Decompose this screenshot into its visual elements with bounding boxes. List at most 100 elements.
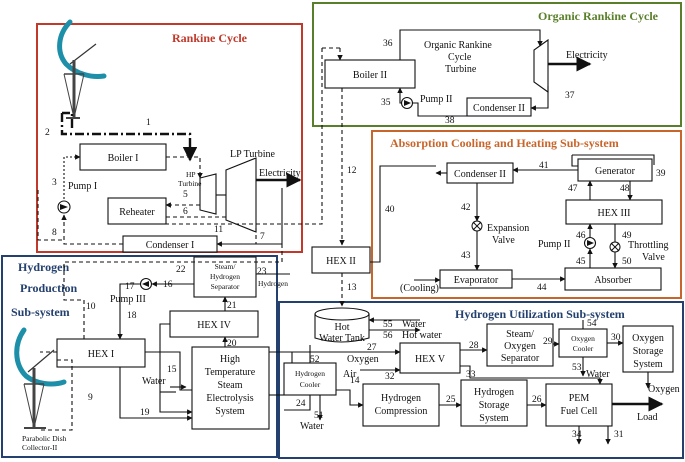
expansion-valve-label-1: Expansion — [487, 223, 529, 234]
hydrogen-storage-system — [460, 379, 528, 427]
state-44: 44 — [537, 283, 547, 293]
lp-turbine-label: LP Turbine — [230, 149, 275, 160]
state-6: 6 — [183, 207, 188, 217]
state-12: 12 — [347, 166, 357, 176]
h2-storage-label-1: Hydrogen — [474, 387, 514, 398]
hex-4-label: HEX IV — [197, 320, 231, 331]
h2-production-title-line3: Sub-system — [11, 305, 70, 319]
state-5: 5 — [183, 190, 188, 200]
load-label: Load — [637, 412, 658, 423]
oxygen-cooler-label-2: Cooler — [573, 344, 594, 353]
water-51-label: Water — [300, 421, 324, 432]
hex-3 — [565, 199, 663, 225]
state-21: 21 — [227, 301, 237, 311]
absorption-pump-2-label: Pump II — [538, 239, 571, 250]
h2-compression-label-1: Hydrogen — [381, 393, 421, 404]
steam-hydrogen-separator — [193, 256, 257, 298]
state-54: 54 — [587, 319, 597, 329]
cooling-label: (Cooling) — [400, 283, 439, 294]
hp-turbine-label-2: Turbine — [178, 179, 202, 188]
hp-turbine — [199, 173, 217, 215]
hex-3-label: HEX III — [597, 208, 630, 219]
electrolysis-label-5: System — [215, 406, 245, 417]
condenser-2-orc-label: Condenser II — [473, 103, 525, 114]
state-16: 16 — [163, 280, 173, 290]
state-20: 20 — [227, 339, 237, 349]
state-46: 46 — [576, 231, 586, 241]
evaporator-label: Evaporator — [454, 275, 499, 286]
condenser-2-absorption-label: Condenser II — [454, 169, 506, 180]
hex-4 — [169, 310, 259, 338]
state-53: 53 — [572, 363, 582, 373]
throttling-valve-label-2: Valve — [642, 252, 665, 263]
state-35: 35 — [381, 98, 391, 108]
h2-cooler-label-1: Hydrogen — [295, 369, 325, 378]
h2-utilization-frame — [278, 301, 684, 459]
state-55: 55 — [383, 320, 393, 330]
state-48: 48 — [620, 184, 630, 194]
state-36: 36 — [383, 39, 393, 49]
state-30: 30 — [611, 333, 621, 343]
state-51: 51 — [314, 411, 324, 421]
collector-label-line1: Parabolic Dish — [22, 434, 67, 443]
orc-turbine-label-2: Cycle — [448, 52, 472, 63]
oxygen-storage-system — [622, 325, 674, 373]
throttling-valve-label-1: Throttling — [628, 240, 669, 251]
o2-storage-label-1: Oxygen — [632, 333, 664, 344]
boiler-2-label: Boiler II — [353, 70, 387, 81]
hydrogen-cooler — [283, 362, 337, 396]
state-29: 29 — [543, 337, 553, 347]
state-33: 33 — [466, 370, 476, 380]
state-49: 49 — [622, 231, 632, 241]
state-18: 18 — [127, 311, 137, 321]
electrolysis-system — [191, 346, 270, 430]
hex-2 — [311, 246, 371, 274]
state-7: 7 — [260, 232, 265, 242]
state-40: 40 — [385, 205, 395, 215]
so-separator-label-2: Oxygen — [504, 341, 536, 352]
state-19: 19 — [140, 408, 150, 418]
state-42: 42 — [461, 203, 471, 213]
state-52: 52 — [310, 355, 320, 365]
state-56: 56 — [383, 331, 393, 341]
pump-1-label: Pump I — [68, 181, 97, 192]
state-2: 2 — [45, 128, 50, 138]
so-separator-label-3: Separator — [501, 353, 540, 364]
state-25: 25 — [446, 395, 456, 405]
hex-2-label: HEX II — [326, 256, 356, 267]
hex-5-label: HEX V — [415, 354, 446, 365]
parabolic-dish-collector-2-icon — [14, 327, 67, 429]
air-label: Air — [343, 369, 357, 380]
state-15: 15 — [167, 365, 177, 375]
state-34: 34 — [572, 430, 582, 440]
h2-production-frame — [1, 255, 278, 458]
state-10: 10 — [86, 302, 96, 312]
water-55-label: Water — [402, 319, 426, 330]
hot-water-56-label: Hot water — [402, 330, 442, 341]
o2-storage-label-3: System — [633, 359, 663, 370]
absorption-title: Absorption Cooling and Heating Sub-syste… — [390, 136, 619, 150]
state-23: 23 — [257, 267, 267, 277]
reheater — [107, 197, 167, 225]
state-22: 22 — [176, 265, 186, 275]
hot-tank-label-1: Hot — [335, 322, 350, 333]
pem-label-1: PEM — [569, 393, 590, 404]
h2-production-title-line1: Hydrogen — [18, 260, 69, 274]
lp-turbine — [225, 157, 257, 233]
h2-storage-label-3: System — [479, 413, 509, 424]
absorption-frame — [371, 130, 682, 299]
throttling-valve-icon — [609, 241, 621, 253]
h2-storage-label-2: Storage — [479, 400, 510, 411]
state-17: 17 — [125, 282, 135, 292]
state-37: 37 — [565, 91, 575, 101]
rankine-title: Rankine Cycle — [172, 31, 248, 45]
hex-5 — [399, 342, 461, 374]
orc-turbine-label-1: Organic Rankine — [424, 40, 492, 51]
state-45: 45 — [576, 257, 586, 267]
orc-frame — [312, 2, 682, 127]
state-43: 43 — [461, 251, 471, 261]
h2-cooler-label-2: Cooler — [300, 380, 321, 389]
boiler-1-label: Boiler I — [108, 153, 139, 164]
state-11: 11 — [214, 225, 223, 235]
